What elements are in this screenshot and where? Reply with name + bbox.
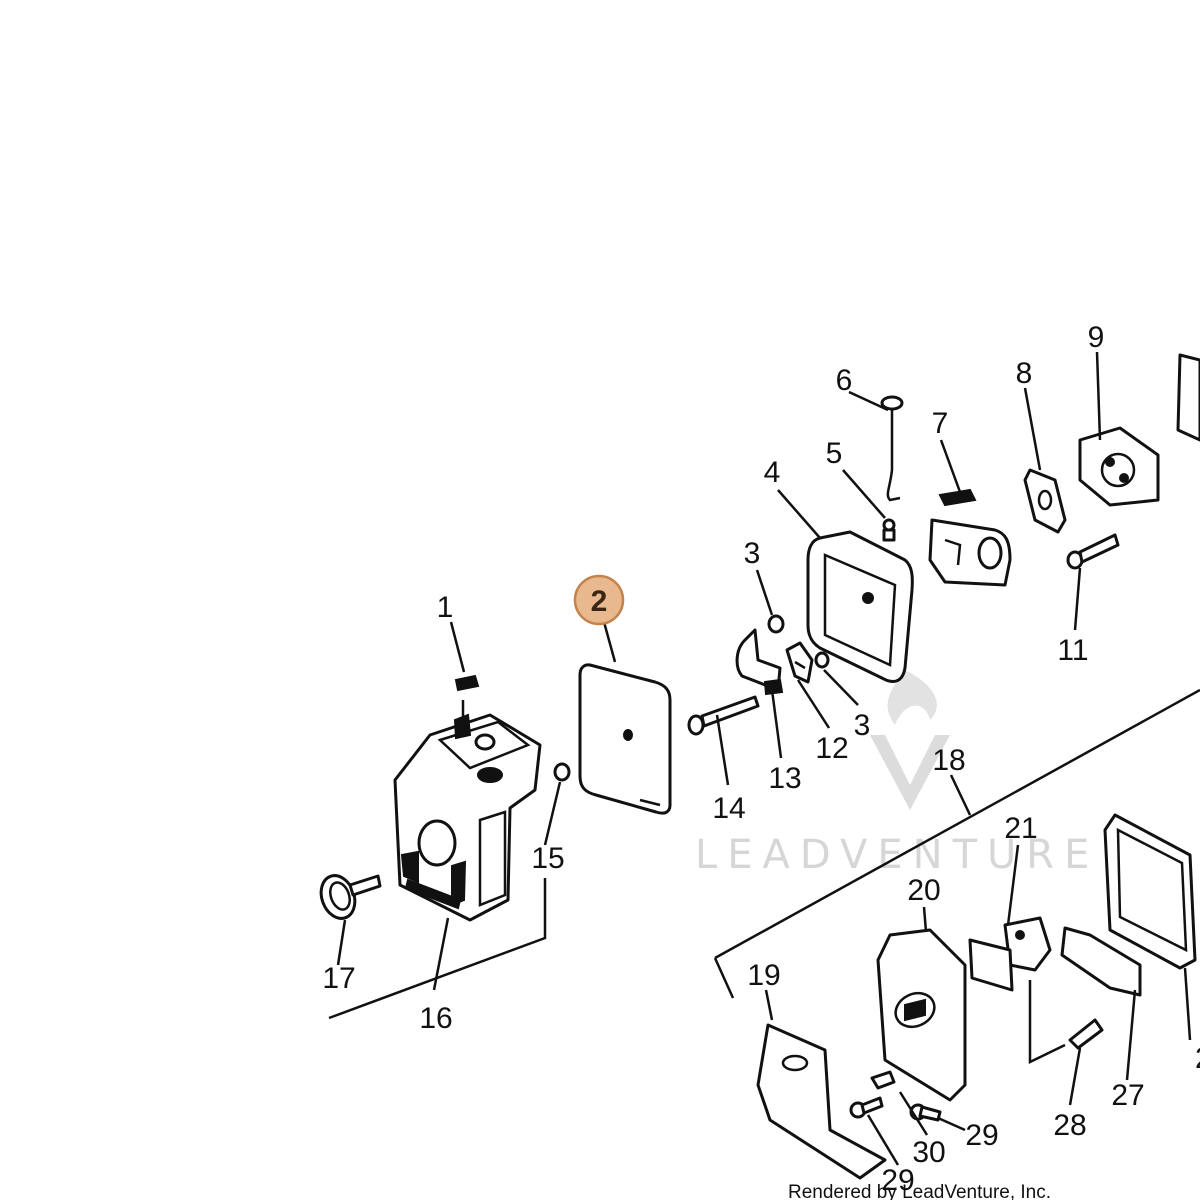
callout-label[interactable]: 1 — [437, 591, 454, 624]
callout-label[interactable]: 4 — [764, 456, 781, 489]
callout-label[interactable]: 27 — [1111, 1079, 1144, 1112]
carburetor-part-7 — [928, 488, 1012, 587]
watermark-logo-icon — [887, 670, 937, 725]
callout-label[interactable]: 20 — [907, 874, 940, 907]
callout-label[interactable]: 12 — [815, 732, 848, 765]
washer-part-3-upper — [767, 614, 785, 634]
callout-label[interactable]: 18 — [932, 744, 965, 777]
o-ring-part-15 — [553, 762, 571, 782]
callout-label[interactable]: 30 — [912, 1136, 945, 1169]
callout-label[interactable]: 7 — [932, 407, 949, 440]
bolt-part-14 — [687, 695, 760, 736]
housing-part-9 — [1078, 426, 1160, 507]
callout-label[interactable]: 19 — [747, 959, 780, 992]
air-cleaner-cover-part-16 — [393, 713, 542, 922]
clip-part-1 — [454, 674, 480, 692]
bolt-part-11 — [1066, 533, 1120, 570]
bolt-part-28 — [1068, 1018, 1104, 1050]
plate-part-19 — [756, 1023, 887, 1180]
air-filter-element-part-2 — [578, 663, 672, 815]
plate-part-12 — [785, 641, 814, 684]
callout-label[interactable]: 3 — [744, 537, 761, 570]
gasket-part-8 — [1023, 468, 1067, 534]
callout-label[interactable]: 15 — [531, 842, 564, 875]
callout-label[interactable]: 26 — [1195, 1042, 1200, 1075]
callout-label[interactable]: 5 — [826, 437, 843, 470]
callout-label[interactable]: 29 — [881, 1164, 914, 1197]
callout-label[interactable]: 6 — [836, 364, 853, 397]
manifold-part-21 — [968, 916, 1052, 992]
bolt-part-30 — [870, 1070, 896, 1090]
bracket-part-13 — [735, 628, 784, 696]
callout-label[interactable]: 28 — [1053, 1109, 1086, 1142]
partial-part-right-edge — [1176, 353, 1200, 442]
callout-label[interactable]: 17 — [322, 962, 355, 995]
callout-label[interactable]: 13 — [768, 762, 801, 795]
callout-label-highlighted[interactable]: 2 — [591, 585, 608, 618]
watermark-text: LEADVENTURE — [695, 832, 1099, 878]
callout-label[interactable]: 3 — [854, 709, 871, 742]
render-credit: Rendered by LeadVenture, Inc. — [788, 1182, 1051, 1200]
knob-part-17 — [319, 874, 382, 920]
callout-label[interactable]: 16 — [419, 1002, 452, 1035]
gasket-part-27 — [1060, 926, 1142, 997]
callout-highlight-marker[interactable] — [573, 574, 625, 626]
washer-part-3-lower — [814, 651, 830, 669]
callout-label[interactable]: 11 — [1057, 634, 1088, 667]
frame-part-4 — [806, 530, 914, 683]
leader-lines — [328, 351, 1200, 1166]
screw-part-5 — [882, 518, 896, 542]
choke-rod-part-6 — [880, 395, 904, 502]
leadventure-watermark: LEADVENTURE — [695, 670, 1099, 878]
plate-part-26 — [1103, 813, 1197, 970]
muffler-part-20 — [876, 928, 967, 1102]
bolt-part-29-left — [849, 1096, 884, 1119]
callout-label[interactable]: 8 — [1016, 357, 1033, 390]
callout-labels: 1 2 3 3 4 5 6 7 8 9 11 12 13 14 15 16 17… — [322, 321, 1200, 1197]
callout-label[interactable]: 21 — [1004, 812, 1037, 845]
watermark-v-mark-icon — [870, 735, 950, 810]
callout-label[interactable]: 14 — [712, 792, 745, 825]
bolt-part-29-right — [909, 1103, 942, 1122]
callout-label[interactable]: 29 — [965, 1119, 998, 1152]
callout-label[interactable]: 9 — [1088, 321, 1105, 354]
